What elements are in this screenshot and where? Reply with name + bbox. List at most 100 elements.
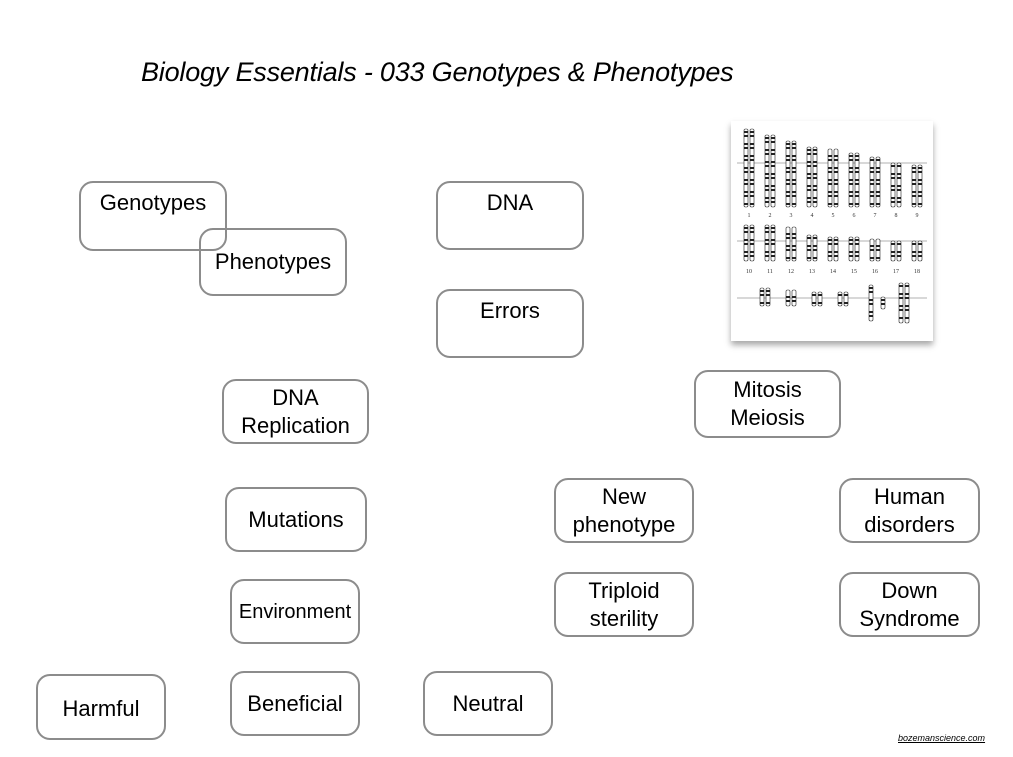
chromosome-band	[765, 255, 769, 257]
chromosome-band	[807, 153, 811, 155]
chromosome-band	[786, 257, 790, 259]
chromosome-band	[881, 303, 885, 305]
chromosome-band	[870, 159, 874, 161]
chromosome-band	[744, 251, 748, 253]
node-mitosis-meiosis-line1: Mitosis	[733, 377, 802, 402]
chromosome-band	[849, 255, 853, 257]
chromosome-band	[899, 297, 903, 299]
chromosome-band	[912, 251, 916, 253]
chromosome-band	[750, 251, 754, 253]
chromosome-band	[807, 149, 811, 151]
node-errors-label: Errors	[480, 298, 540, 323]
chromosome-band	[812, 302, 816, 304]
chromosome-band	[813, 257, 817, 259]
chromosome	[765, 287, 771, 307]
chromosome-band	[813, 165, 817, 167]
chromosome	[791, 226, 797, 262]
chromosome-band	[869, 311, 873, 313]
chromosome-band	[834, 239, 838, 241]
chromosome	[875, 156, 881, 208]
chromosome-band	[828, 255, 832, 257]
chromosome-band	[792, 155, 796, 157]
node-environment-label: Environment	[238, 600, 352, 623]
chromosome	[785, 140, 791, 208]
chromosome-band	[918, 195, 922, 197]
chromosome-band	[905, 297, 909, 299]
chromosome-band	[786, 167, 790, 169]
chromosome-band	[792, 237, 796, 239]
chromosome-band	[855, 155, 859, 157]
node-neutral-label: Neutral	[452, 690, 524, 716]
node-beneficial-label: Beneficial	[247, 690, 343, 716]
chromosome-band	[786, 300, 790, 302]
chromosome-band	[750, 243, 754, 245]
chromosome-band	[834, 243, 838, 245]
chromosome-band	[807, 173, 811, 175]
chromosome-band	[750, 227, 754, 229]
chromosome-band	[899, 309, 903, 311]
chromosome-band	[828, 195, 832, 197]
chromosome-band	[876, 179, 880, 181]
chromosome-band	[891, 197, 895, 199]
chromosome-band	[750, 167, 754, 169]
chromosome-band	[855, 243, 859, 245]
chromosome-band	[828, 155, 832, 157]
chromosome-band	[869, 299, 873, 301]
chromosome-band	[844, 294, 848, 296]
node-dna: DNA	[436, 181, 584, 250]
chromosome-band	[807, 165, 811, 167]
karyotype-number: 4	[811, 213, 814, 219]
chromosome-band	[786, 237, 790, 239]
chromosome-band	[750, 135, 754, 137]
chromosome-band	[771, 251, 775, 253]
chromosome	[812, 234, 818, 262]
chromosome-band	[744, 159, 748, 161]
credit-link[interactable]: bozemanscience.com	[898, 733, 986, 743]
chromosome-band	[828, 203, 832, 205]
chromosome-band	[750, 203, 754, 205]
chromosome-band	[786, 191, 790, 193]
chromosome-band	[750, 179, 754, 181]
chromosome-band	[855, 195, 859, 197]
chromosome-band	[918, 183, 922, 185]
chromosome-band	[891, 185, 895, 187]
chromosome-band	[891, 189, 895, 191]
chromosome-band	[876, 159, 880, 161]
chromosome-band	[813, 161, 817, 163]
chromosome-band	[834, 179, 838, 181]
chromosome-band	[849, 195, 853, 197]
chromosome-band	[807, 189, 811, 191]
chromosome-band	[807, 237, 811, 239]
chromosome-band	[905, 317, 909, 319]
chromosome-band	[918, 251, 922, 253]
chromosome-band	[771, 227, 775, 229]
chromosome-band	[786, 249, 790, 251]
chromosome-band	[744, 195, 748, 197]
chromosome-band	[771, 197, 775, 199]
chromosome	[764, 134, 770, 208]
chromosome-band	[786, 245, 790, 247]
chromosome-band	[905, 305, 909, 307]
node-down-syndrome-line2: Syndrome	[859, 605, 960, 631]
chromosome-band	[849, 243, 853, 245]
chromosome-band	[912, 243, 916, 245]
chromosome-band	[765, 197, 769, 199]
chromosome-band	[834, 191, 838, 193]
chromosome-band	[899, 317, 903, 319]
chromosome-band	[834, 203, 838, 205]
chromosome-band	[765, 243, 769, 245]
chromosome-band	[813, 249, 817, 251]
chromosome-band	[818, 294, 822, 296]
karyotype-number: 18	[914, 269, 920, 275]
chromosome-band	[870, 245, 874, 247]
chromosome-band	[792, 167, 796, 169]
karyotype-number: 2	[769, 213, 772, 219]
chromosome-band	[870, 191, 874, 193]
karyotype-number: 12	[788, 269, 794, 275]
node-dna-replication: DNA Replication	[222, 379, 369, 444]
node-new-phenotype: New phenotype	[554, 478, 694, 543]
chromosome-band	[771, 239, 775, 241]
chromosome-band	[744, 203, 748, 205]
chromosome-band	[855, 159, 859, 161]
chromosome-band	[771, 165, 775, 167]
